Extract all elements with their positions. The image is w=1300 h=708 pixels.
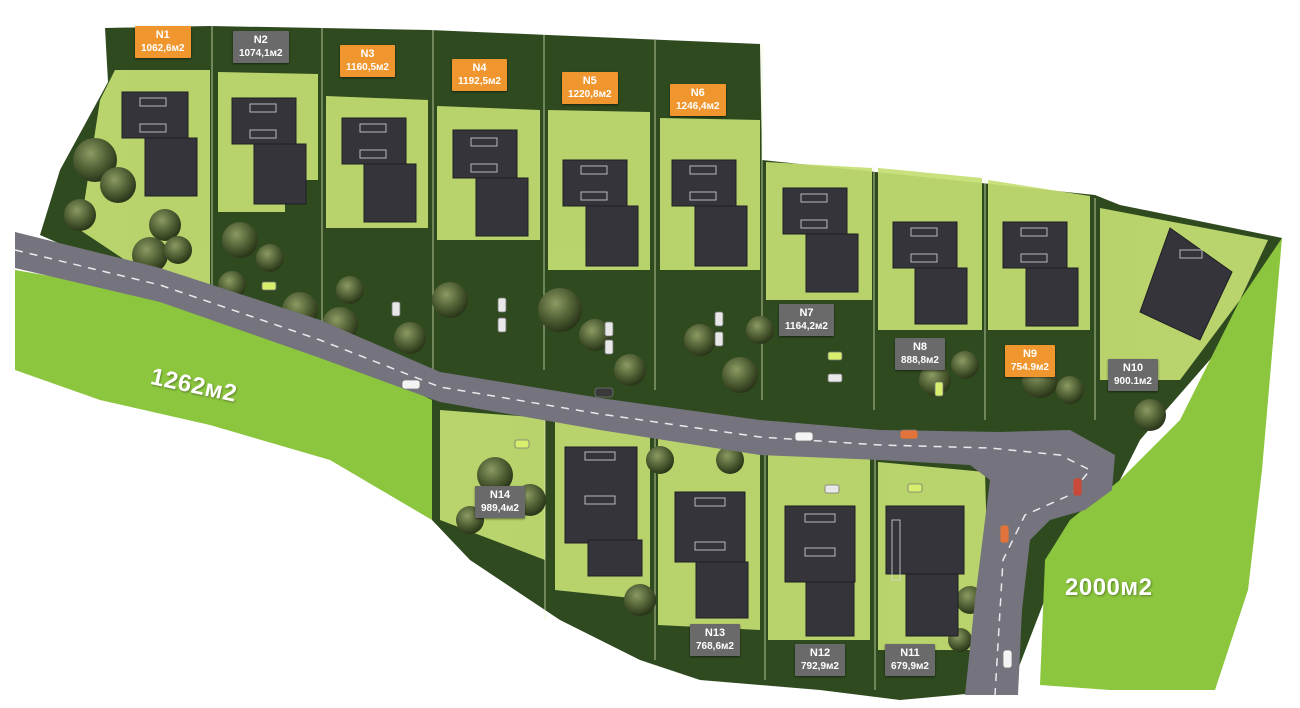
trees <box>64 138 1166 652</box>
lot-label-n10[interactable]: N10 900.1м2 <box>1108 359 1158 391</box>
common-area-east-label: 2000м2 <box>1065 574 1153 601</box>
main-road <box>15 232 1115 695</box>
houses <box>121 91 1233 637</box>
lot-area: 768,6м2 <box>696 641 734 652</box>
lot-number: N9 <box>1022 348 1038 360</box>
lot-number: N2 <box>253 34 268 46</box>
lot-number: N5 <box>582 75 597 87</box>
lot-number: N8 <box>912 341 928 353</box>
lot-number: N11 <box>900 647 920 659</box>
lot-number: N13 <box>704 627 726 639</box>
lot-area: 1062,6м2 <box>141 43 185 54</box>
lot-area: 900.1м2 <box>1114 376 1152 387</box>
lot-number: N4 <box>472 62 487 74</box>
lot-number: N3 <box>360 48 375 60</box>
lot-area: 989,4м2 <box>481 503 519 514</box>
lot-area: 888,8м2 <box>901 355 939 366</box>
lot-number: N6 <box>690 87 705 99</box>
lot-number: N7 <box>799 307 814 319</box>
lot-area: 1192,5м2 <box>458 76 501 87</box>
lot-number: N12 <box>809 647 831 659</box>
lot-label-n11[interactable]: N11 679,9м2 <box>885 644 935 676</box>
lot-area: 1246,4м2 <box>676 101 720 112</box>
lot-area: 1220,8м2 <box>568 89 612 100</box>
lot-label-n5[interactable]: N5 1220,8м2 <box>562 72 618 104</box>
parked-cars <box>261 281 1083 669</box>
lot-number: N10 <box>1122 362 1144 374</box>
lot-label-n1[interactable]: N1 1062,6м2 <box>135 26 191 58</box>
common-area-east <box>1040 238 1282 690</box>
lot-number: N1 <box>155 29 170 41</box>
lot-label-n7[interactable]: N7 1164,2м2 <box>779 304 834 336</box>
lot-label-n14[interactable]: N14 989,4м2 <box>475 486 525 518</box>
lot-number: N14 <box>489 489 511 501</box>
lot-label-n4[interactable]: N4 1192,5м2 <box>452 59 507 91</box>
lot-label-n3[interactable]: N3 1160,5м2 <box>340 45 395 77</box>
lot-area: 1074,1м2 <box>239 48 283 59</box>
lot-label-n9[interactable]: N9 754.9м2 <box>1005 345 1055 377</box>
lot-area: 754.9м2 <box>1011 362 1049 373</box>
lot-label-n12[interactable]: N12 792,9м2 <box>795 644 845 676</box>
lot-area: 792,9м2 <box>801 661 839 672</box>
common-area-west <box>15 270 432 520</box>
lot-label-n2[interactable]: N2 1074,1м2 <box>233 31 289 63</box>
lot-label-n13[interactable]: N13 768,6м2 <box>690 624 740 656</box>
lot-area: 1160,5м2 <box>346 62 389 73</box>
lot-area: 679,9м2 <box>891 661 929 672</box>
lot-label-n8[interactable]: N8 888,8м2 <box>895 338 945 370</box>
road-center-line <box>14 249 1092 696</box>
lot-area: 1164,2м2 <box>785 321 828 332</box>
lot-boundaries <box>211 26 1096 690</box>
lot-label-n6[interactable]: N6 1246,4м2 <box>670 84 726 116</box>
